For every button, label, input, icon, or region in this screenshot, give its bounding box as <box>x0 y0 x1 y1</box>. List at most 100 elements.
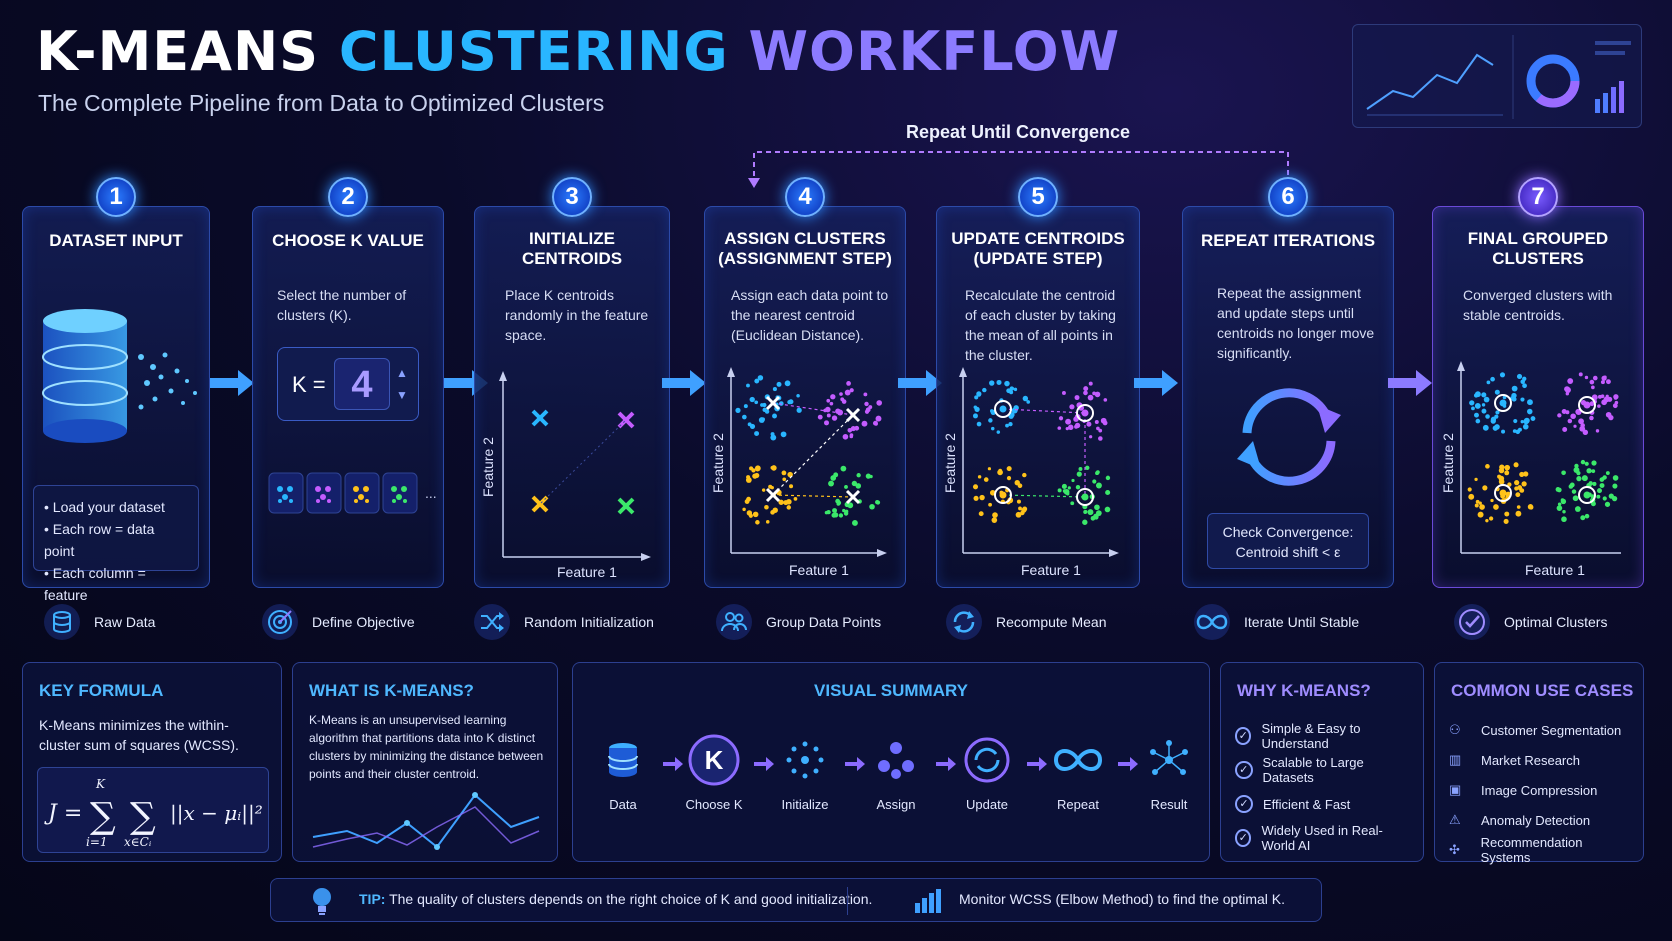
data-point <box>1523 471 1529 477</box>
data-point <box>761 417 766 422</box>
bullet-item: • Each column = feature <box>44 565 146 603</box>
data-point <box>1591 385 1595 390</box>
data-point <box>1494 389 1500 395</box>
data-point <box>1486 380 1491 385</box>
data-point <box>1061 483 1067 489</box>
data-point <box>1017 483 1023 489</box>
chevron-up-icon[interactable]: ▲ <box>396 366 408 380</box>
data-point <box>770 510 775 515</box>
data-point <box>1477 511 1484 518</box>
svg-text:i=1: i=1 <box>86 835 108 849</box>
list-item: ▥Market Research <box>1449 752 1580 768</box>
data-point <box>1499 372 1506 378</box>
summary-item-data: Data <box>583 733 663 812</box>
data-point <box>1523 417 1530 424</box>
data-point <box>1604 501 1611 507</box>
arrow-icon <box>662 370 706 396</box>
convergence-label: Check Convergence: <box>1222 524 1354 540</box>
data-point <box>743 404 748 409</box>
data-point <box>875 415 882 422</box>
list-item: ✓Widely Used in Real-World AI <box>1235 823 1413 853</box>
repeat-until-convergence-label: Repeat Until Convergence <box>906 122 1131 142</box>
data-point <box>839 392 843 396</box>
k-spinner[interactable]: ▲ ▼ <box>396 362 408 406</box>
data-point <box>1515 492 1521 498</box>
data-point <box>1475 418 1481 424</box>
data-point <box>1098 436 1103 441</box>
centroid-marker <box>765 395 781 411</box>
data-point <box>1513 462 1519 468</box>
data-point <box>1584 461 1589 466</box>
data-point <box>1475 499 1480 504</box>
data-point <box>982 387 987 393</box>
data-point <box>1494 414 1499 419</box>
centroid-marker <box>1494 484 1512 502</box>
y-axis-label: Feature 2 <box>942 433 958 493</box>
data-point <box>772 413 777 419</box>
data-point <box>974 406 980 413</box>
caption-define-objective: Define Objective <box>262 604 415 640</box>
summary-item-assign: Assign <box>856 733 936 812</box>
use-cases-panel: COMMON USE CASES ⚇Customer Segmentation … <box>1434 662 1644 865</box>
distance-line <box>1002 408 1086 414</box>
chevron-down-icon[interactable]: ▼ <box>396 388 408 402</box>
summary-item-result: Result <box>1129 733 1209 812</box>
data-point <box>1469 400 1475 406</box>
data-point <box>1511 396 1517 402</box>
centroid-marker <box>617 497 635 515</box>
data-point <box>863 392 868 397</box>
x-axis-label: Feature 1 <box>1525 562 1585 578</box>
arrow-icon <box>845 757 865 771</box>
summary-item-label: Data <box>609 797 637 812</box>
data-point <box>1485 414 1490 419</box>
data-point <box>1570 413 1576 420</box>
data-point <box>1562 427 1568 432</box>
data-point <box>749 396 755 403</box>
k-value-display[interactable]: 4 <box>334 358 390 410</box>
data-point <box>1067 486 1071 490</box>
svg-text:J =: J = <box>44 801 82 826</box>
caption-raw-data: Raw Data <box>44 604 155 640</box>
database-icon <box>42 309 197 443</box>
step-title: INITIALIZE CENTROIDS <box>521 229 623 268</box>
data-point <box>833 512 839 518</box>
caption-text: Random Initialization <box>524 614 654 630</box>
k-value-stepper[interactable]: K = 4 ▲ ▼ <box>277 347 419 421</box>
summary-item-label: Update <box>966 797 1008 812</box>
data-point <box>1083 386 1089 392</box>
data-point <box>1580 423 1585 428</box>
data-point <box>875 499 880 505</box>
centroid-marker <box>994 486 1012 504</box>
network-icon <box>1142 733 1196 787</box>
data-point <box>972 484 979 490</box>
summary-item-initialize: Initialize <box>765 733 845 812</box>
data-point <box>865 473 871 479</box>
data-point <box>1511 385 1518 392</box>
data-point <box>796 393 800 398</box>
data-point <box>1013 387 1018 392</box>
data-point <box>760 403 764 407</box>
data-point <box>1103 398 1108 402</box>
data-point <box>1100 417 1107 424</box>
svg-text:x∈Cᵢ: x∈Cᵢ <box>124 835 152 849</box>
decorative-dashboard <box>1352 24 1642 128</box>
data-point <box>972 413 978 419</box>
y-axis-label: Feature 2 <box>710 433 726 493</box>
data-point <box>749 423 756 429</box>
data-point <box>1511 392 1517 399</box>
data-point <box>840 397 845 402</box>
data-point <box>1094 420 1099 424</box>
data-point <box>1057 426 1062 430</box>
data-point <box>1597 394 1602 399</box>
data-point <box>1513 418 1518 424</box>
data-point <box>1556 505 1563 511</box>
data-point <box>1096 426 1100 431</box>
data-point <box>1574 463 1579 469</box>
data-point <box>1520 397 1525 402</box>
data-point <box>1058 416 1064 421</box>
data-point <box>746 383 750 388</box>
step-7-final-clusters: 7 FINAL GROUPED CLUSTERS Converged clust… <box>1432 177 1644 588</box>
lightbulb-icon <box>313 888 331 915</box>
image-icon: ▣ <box>1449 782 1462 797</box>
data-point <box>1089 435 1093 439</box>
